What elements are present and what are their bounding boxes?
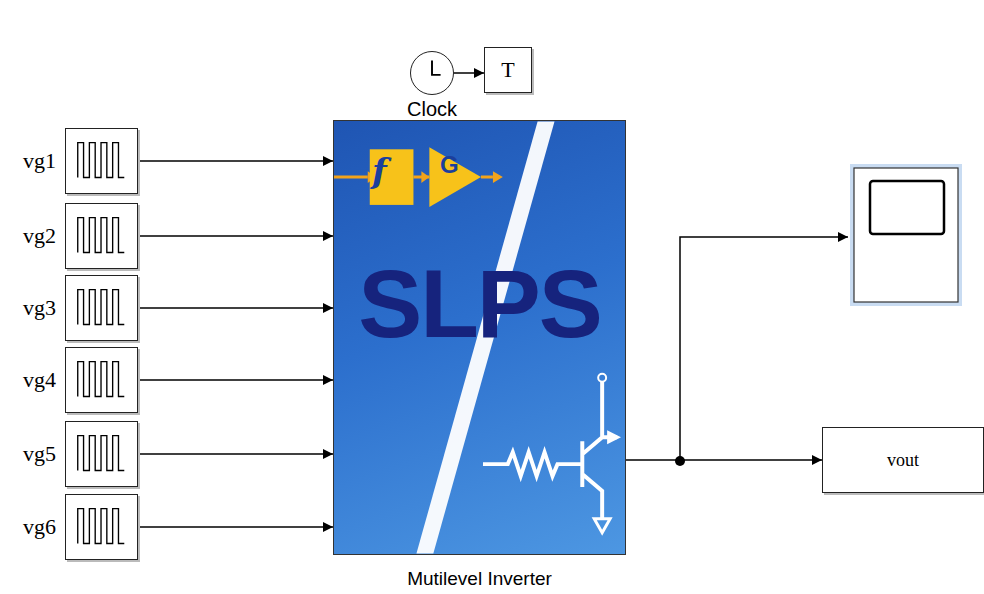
pulse-wave bbox=[78, 509, 125, 544]
pulse-wave bbox=[78, 218, 125, 253]
block-name: Mutilevel Inverter bbox=[407, 568, 552, 590]
transistor-symbol bbox=[483, 382, 617, 519]
pulse-wave bbox=[78, 143, 125, 178]
pulse-generator-block: vg5 bbox=[65, 421, 138, 487]
clock-icon bbox=[411, 52, 453, 94]
signal-name: vg6 bbox=[23, 514, 56, 540]
logo-arrowhead bbox=[421, 171, 429, 183]
signal-line bbox=[626, 459, 822, 461]
pulse-generator-block: vg4 bbox=[65, 347, 138, 413]
signal-line bbox=[138, 453, 333, 455]
pulse-generator-block: vg3 bbox=[65, 275, 138, 341]
pulse-wave bbox=[78, 290, 125, 325]
subsystem-block: fGSLPSMutilevel Inverter bbox=[333, 120, 626, 555]
pulse-wave bbox=[78, 362, 125, 397]
logo-letter: G bbox=[440, 151, 459, 179]
signal-line bbox=[138, 307, 333, 309]
pulse-generator-block: vg2 bbox=[65, 203, 138, 269]
block-text: T bbox=[501, 57, 514, 83]
signal-line bbox=[454, 72, 484, 74]
block-text: vout bbox=[887, 450, 919, 471]
transistor-terminal bbox=[598, 374, 606, 382]
logo-f-box bbox=[370, 149, 414, 205]
clock-block: Clock bbox=[410, 51, 454, 95]
signal-name: vg5 bbox=[23, 441, 56, 467]
pulse-wave bbox=[78, 436, 125, 471]
signal-name: vg3 bbox=[23, 295, 56, 321]
pulse-icon bbox=[66, 129, 137, 193]
signal-name: vg1 bbox=[23, 148, 56, 174]
pulse-icon bbox=[66, 204, 137, 268]
logo-gain-triangle bbox=[429, 147, 481, 207]
goto-block: T bbox=[484, 47, 532, 93]
logo-letter: f bbox=[372, 151, 387, 191]
pulse-icon bbox=[66, 495, 137, 559]
signal-line bbox=[138, 160, 333, 162]
pulse-generator-block: vg6 bbox=[65, 494, 138, 560]
signal-line bbox=[138, 379, 333, 381]
clock-hands bbox=[432, 61, 441, 75]
goto-block: vout bbox=[822, 427, 984, 493]
signal-name: vg2 bbox=[23, 223, 56, 249]
pulse-icon bbox=[66, 422, 137, 486]
pulse-icon bbox=[66, 348, 137, 412]
ground-symbol bbox=[594, 519, 610, 533]
logo-arrowhead bbox=[493, 171, 503, 183]
transistor-arrow bbox=[607, 430, 621, 444]
scope-block bbox=[850, 164, 962, 306]
junction-dot bbox=[675, 456, 685, 466]
logo-text: SLPS bbox=[334, 249, 625, 359]
signal-line bbox=[138, 235, 333, 237]
signal-line bbox=[138, 526, 333, 528]
pulse-icon bbox=[66, 276, 137, 340]
block-name: Clock bbox=[407, 98, 457, 121]
pulse-generator-block: vg1 bbox=[65, 128, 138, 194]
signal-name: vg4 bbox=[23, 367, 56, 393]
